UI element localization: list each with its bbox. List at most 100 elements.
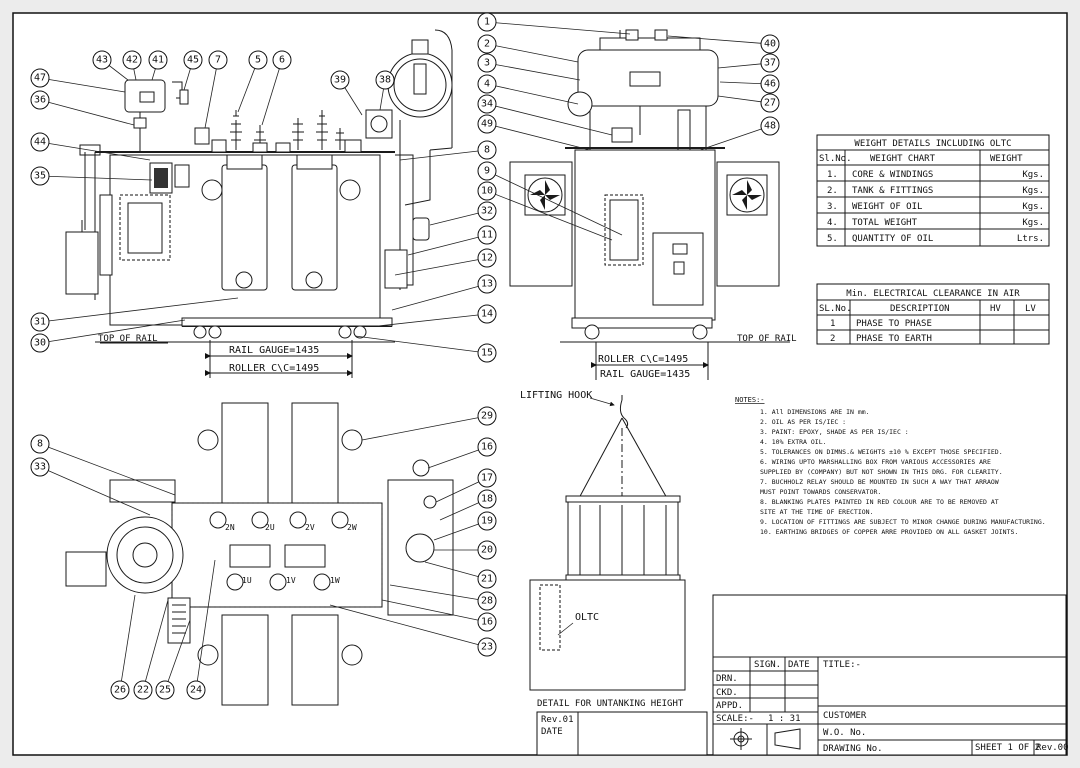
balloon-33: 33 xyxy=(34,462,46,473)
weight-row-item: WEIGHT OF OIL xyxy=(852,202,922,212)
weight-table-header-chart: WEIGHT CHART xyxy=(870,154,936,164)
weight-row-item: TANK & FITTINGS xyxy=(852,186,933,196)
balloon-37: 37 xyxy=(764,58,776,69)
clearance-header-slno: SL.No. xyxy=(819,304,852,314)
balloon-43: 43 xyxy=(96,55,108,66)
balloon-44: 44 xyxy=(34,137,46,148)
weight-row-no: 5. xyxy=(827,234,838,244)
balloon-22: 22 xyxy=(137,685,149,696)
balloon-6: 6 xyxy=(279,55,285,66)
balloon-11: 11 xyxy=(481,230,493,241)
front-rail-gauge-label: RAIL GAUGE=1435 xyxy=(229,345,319,356)
clearance-row-no: 2 xyxy=(830,334,835,344)
front-elevation-view: RAIL GAUGE=1435 ROLLER C\C=1495 TOP OF R… xyxy=(65,29,453,378)
balloon-12: 12 xyxy=(481,253,493,264)
note-line: MUST POINT TOWARDS CONSERVATOR. xyxy=(760,488,881,496)
terminal-2u: 2U xyxy=(265,523,275,532)
balloon-40: 40 xyxy=(764,39,776,50)
balloon-32: 32 xyxy=(481,206,493,217)
weight-row-item: TOTAL WEIGHT xyxy=(852,218,918,228)
revision-block: Rev.01 DATE xyxy=(536,711,708,756)
weight-table-title: WEIGHT DETAILS INCLUDING OLTC xyxy=(854,139,1011,149)
front-roller-label: ROLLER C\C=1495 xyxy=(229,363,319,374)
balloon-24: 24 xyxy=(190,685,202,696)
weight-row-unit: Kgs. xyxy=(1022,186,1044,196)
terminal-1u: 1U xyxy=(242,576,252,585)
balloon-7: 7 xyxy=(215,55,221,66)
note-line: 3. PAINT: EPOXY, SHADE AS PER IS/IEC : xyxy=(760,428,909,436)
balloon-19: 19 xyxy=(481,516,493,527)
side-rail-gauge-label: RAIL GAUGE=1435 xyxy=(600,369,690,380)
balloon-42: 42 xyxy=(126,55,138,66)
note-line: 4. 10% EXTRA OIL. xyxy=(760,438,827,446)
balloon-13: 13 xyxy=(481,279,493,290)
clearance-header-description: DESCRIPTION xyxy=(890,304,950,314)
balloon-35: 35 xyxy=(34,171,46,182)
title-block-title: TITLE:- xyxy=(823,660,861,670)
balloon-16-plan: 16 xyxy=(481,617,493,628)
balloon-49: 49 xyxy=(481,119,493,130)
clearance-table-title: Min. ELECTRICAL CLEARANCE IN AIR xyxy=(846,289,1020,299)
plan-view: 2N 2U 2V 2W 1U 1V 1W xyxy=(65,402,454,706)
balloon-46: 46 xyxy=(764,79,776,90)
note-line: 5. TOLERANCES ON DIMNS.& WEIGHTS ±10 % E… xyxy=(760,448,1003,456)
balloon-27: 27 xyxy=(764,98,776,109)
balloon-4: 4 xyxy=(484,79,490,90)
notes-block: NOTES:- 1. All DIMENSIONS ARE IN mm. 2. … xyxy=(735,396,1046,536)
balloon-28: 28 xyxy=(481,596,493,607)
untanking-caption: DETAIL FOR UNTANKING HEIGHT xyxy=(537,699,684,709)
weight-row-no: 2. xyxy=(827,186,838,196)
balloon-31: 31 xyxy=(34,317,46,328)
balloon-1: 1 xyxy=(484,17,490,28)
balloon-47: 47 xyxy=(34,73,46,84)
balloon-15: 15 xyxy=(481,348,493,359)
weight-row-unit: Kgs. xyxy=(1022,202,1044,212)
balloon-9: 9 xyxy=(484,166,490,177)
oltc-label: OLTC xyxy=(575,612,599,623)
item-balloons: 43 42 41 45 7 5 6 39 38 47 36 44 35 31 3… xyxy=(30,12,780,700)
balloon-26: 26 xyxy=(114,685,126,696)
electrical-clearance-table: Min. ELECTRICAL CLEARANCE IN AIR SL.No. … xyxy=(816,283,1050,345)
title-block-customer: CUSTOMER xyxy=(823,711,867,721)
title-block-drawing: DRAWING No. xyxy=(823,744,883,754)
balloon-3: 3 xyxy=(484,58,490,69)
clearance-header-lv: LV xyxy=(1025,304,1036,314)
balloon-38: 38 xyxy=(379,75,391,86)
weight-row-unit: Kgs. xyxy=(1022,170,1044,180)
note-line: 10. EARTHING BRIDGES OF COPPER ARRE PROV… xyxy=(760,528,1018,536)
title-block-scale-label: SCALE:- xyxy=(716,714,754,724)
balloon-34: 34 xyxy=(481,99,493,110)
terminal-2v: 2V xyxy=(305,523,315,532)
title-block: SIGN. DATE TITLE:- DRN. CKD. APPD. SCALE… xyxy=(712,594,1069,756)
weight-row-no: 3. xyxy=(827,202,838,212)
lifting-hook-label: LIFTING HOOK xyxy=(520,390,592,401)
title-block-wo: W.O. No. xyxy=(823,728,866,738)
balloon-10: 10 xyxy=(481,186,493,197)
balloon-23: 23 xyxy=(481,642,493,653)
balloon-14: 14 xyxy=(481,309,493,320)
balloon-41: 41 xyxy=(152,55,164,66)
title-block-appd: APPD. xyxy=(716,701,743,711)
balloon-29: 29 xyxy=(481,411,493,422)
terminal-1w: 1W xyxy=(330,576,340,585)
balloon-45: 45 xyxy=(187,55,199,66)
note-line: 6. WIRING UPTO MARSHALLING BOX FROM VARI… xyxy=(760,458,991,466)
balloon-5: 5 xyxy=(255,55,261,66)
note-line: 2. OIL AS PER IS/IEC : xyxy=(760,418,846,426)
weight-table-header-slno: Sl.No. xyxy=(819,154,852,164)
clearance-header-hv: HV xyxy=(990,304,1001,314)
clearance-row-desc: PHASE TO EARTH xyxy=(856,334,932,344)
weight-row-item: QUANTITY OF OIL xyxy=(852,234,933,244)
note-line: 9. LOCATION OF FITTINGS ARE SUBJECT TO M… xyxy=(760,518,1046,526)
terminal-1v: 1V xyxy=(286,576,296,585)
balloon-16: 16 xyxy=(481,442,493,453)
balloon-18: 18 xyxy=(481,494,493,505)
weight-table-header-weight: WEIGHT xyxy=(990,154,1023,164)
front-top-of-rail-label: TOP OF RAIL xyxy=(98,334,158,344)
balloon-25: 25 xyxy=(159,685,171,696)
title-block-date: DATE xyxy=(788,660,810,670)
note-line: 1. All DIMENSIONS ARE IN mm. xyxy=(760,408,870,416)
side-top-of-rail-label: TOP OF RAIL xyxy=(737,334,797,344)
balloon-30: 30 xyxy=(34,338,46,349)
